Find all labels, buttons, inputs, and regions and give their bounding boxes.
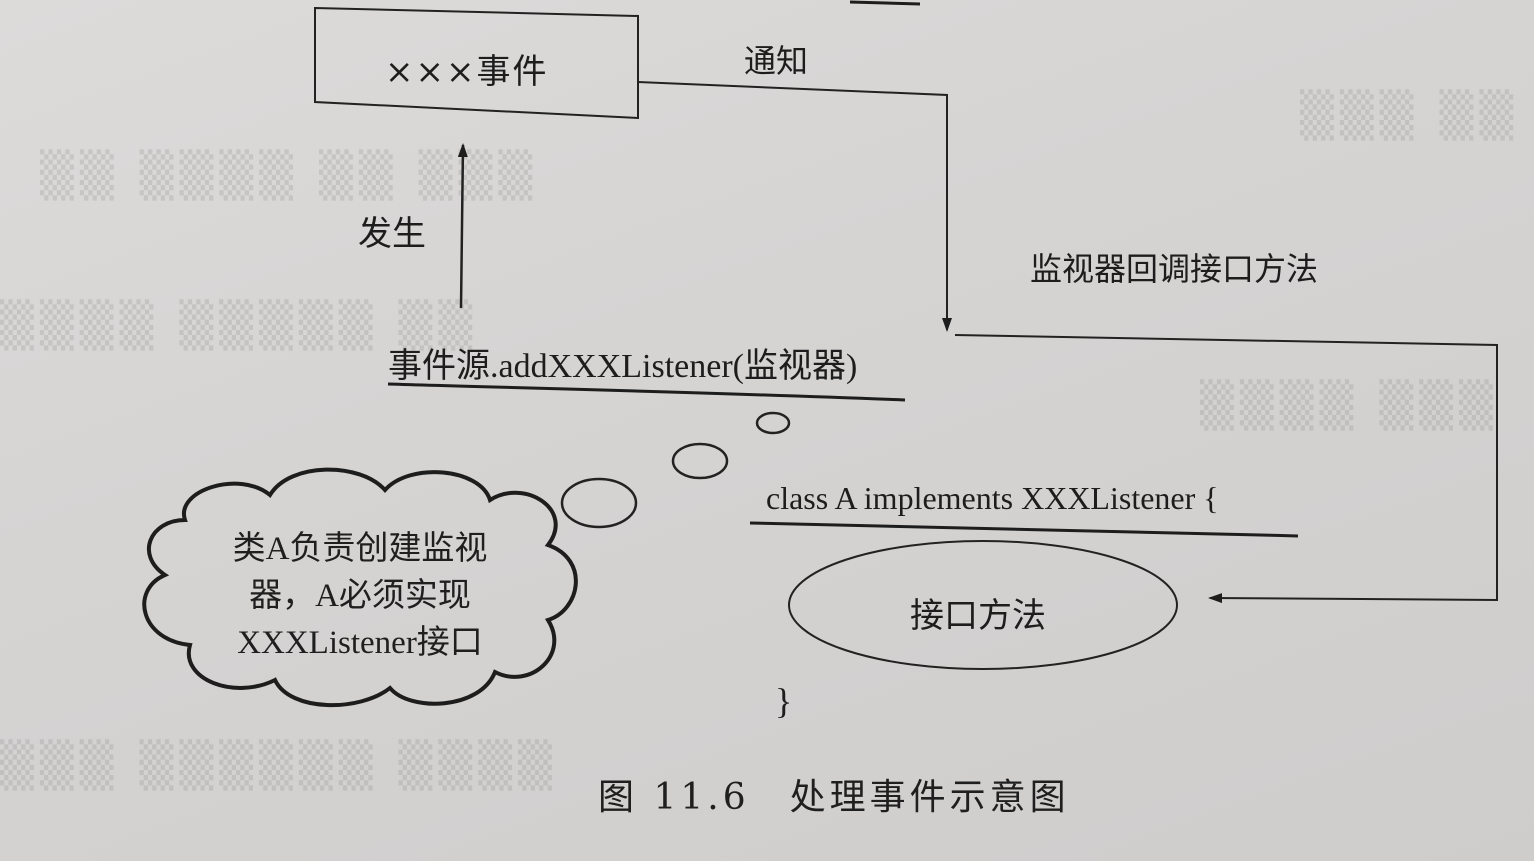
occur-label: 发生 — [358, 214, 426, 254]
interface-method-label: 接口方法 — [910, 596, 1046, 636]
notify-label: 通知 — [744, 42, 809, 80]
class-declaration-code: class A implements XXXListener { — [766, 480, 1219, 516]
page-edge-line — [849, 0, 921, 6]
bleed-through-text: ▒▒▒ ▒▒ — [1300, 90, 1520, 141]
event-box-label: ×××事件 — [385, 52, 549, 92]
callback-label: 监视器回调接口方法 — [1030, 250, 1319, 288]
bleed-through-text: ▒▒▒▒ ▒▒▒ — [1200, 380, 1499, 431]
note-cloud — [142, 467, 578, 707]
bleed-through-text: ▒▒▒ ▒▒▒▒▒▒ ▒▒▒▒ — [0, 740, 558, 791]
class-underline — [749, 521, 1299, 538]
cloud-note-line: 器，A必须实现 — [249, 578, 471, 614]
bleed-through-text: ▒▒ ▒▒▒▒ ▒▒ ▒▒▒ — [40, 150, 539, 201]
event-box — [314, 6, 639, 120]
thought-bubble-medium — [671, 442, 729, 480]
interface-method-ellipse — [788, 540, 1178, 670]
notify-arrow — [637, 81, 952, 332]
register-listener-code: 事件源.addXXXListener(监视器) — [388, 348, 858, 385]
closing-brace: } — [775, 681, 793, 721]
cloud-note-line: 类A负责创建监视 — [232, 531, 488, 567]
cloud-note-text: 类A负责创建监视 器，A必须实现 XXXListener接口 — [205, 526, 515, 667]
bleed-through-text: ▒▒▒▒ ▒▒▒▒▒ ▒▒ — [0, 300, 479, 351]
thought-bubble-small — [755, 411, 791, 435]
figure-number: 图 11.6 — [598, 777, 750, 818]
cloud-note-line: XXXListener接口 — [237, 625, 483, 661]
figure-caption: 图 11.6 处理事件示意图 — [598, 768, 1070, 820]
occur-arrow — [457, 143, 468, 309]
register-underline — [387, 382, 906, 402]
thought-bubble-large — [560, 477, 638, 529]
figure-title: 处理事件示意图 — [789, 777, 1070, 818]
callback-arrow — [954, 334, 1498, 604]
